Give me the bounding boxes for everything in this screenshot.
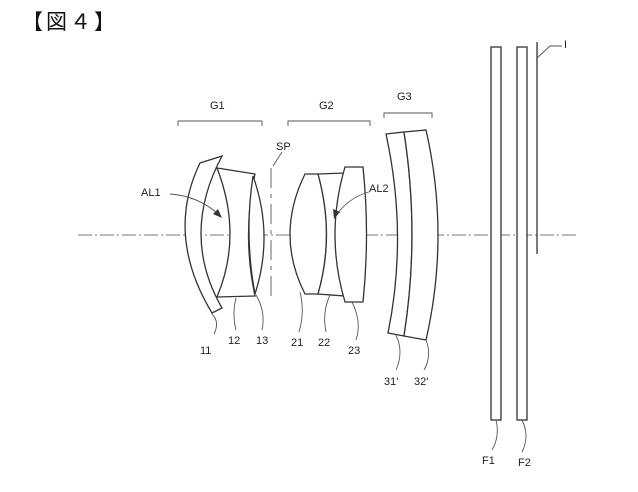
al2-arrowhead: [333, 209, 340, 219]
lens-11: [184, 154, 224, 314]
lens-21: [289, 173, 328, 295]
stop-label: SP: [276, 141, 291, 153]
leader-12: [233, 297, 237, 331]
al1-arrowhead: [213, 209, 222, 218]
lens-number-32: 32': [414, 376, 428, 388]
stop-leader: [272, 151, 283, 167]
lens-number-11: 11: [200, 345, 211, 357]
group-label-g3: G3: [397, 91, 412, 103]
group-label-g2: G2: [319, 100, 334, 112]
filter-f1: [490, 46, 502, 421]
lens-number-23: 23: [348, 345, 360, 357]
filter-label-f1: F1: [482, 455, 495, 467]
lens-number-22: 22: [318, 337, 330, 349]
leader-f1: [491, 419, 498, 451]
leader-13: [255, 294, 264, 331]
al1-arrow: [169, 193, 219, 215]
leader-f2: [521, 419, 527, 453]
figure-title: 【図４】: [22, 10, 118, 34]
image-plane-leader: [536, 45, 562, 59]
al2-arrow: [336, 191, 370, 215]
lens-23: [334, 166, 368, 303]
lens-number-13: 13: [256, 335, 268, 347]
lens-13: [248, 175, 265, 295]
filter-label-f2: F2: [518, 457, 531, 469]
lens-number-31: 31': [384, 376, 398, 388]
asphere-label-al2: AL2: [369, 183, 389, 195]
group-label-g1: G1: [210, 100, 225, 112]
leader-21: [298, 291, 303, 333]
lens-number-12: 12: [228, 335, 240, 347]
image-plane-label: I: [564, 39, 567, 51]
group-bracket-g1: [177, 120, 263, 126]
group-bracket-g3: [383, 112, 433, 118]
leader-22: [324, 294, 331, 333]
filter-f2: [516, 46, 528, 421]
leader-31: [395, 334, 401, 371]
leader-32: [423, 339, 429, 371]
leader-23: [351, 301, 359, 341]
leader-11: [211, 313, 217, 335]
lens-number-21: 21: [291, 337, 303, 349]
group-bracket-g2: [287, 120, 371, 126]
asphere-label-al1: AL1: [141, 187, 161, 199]
